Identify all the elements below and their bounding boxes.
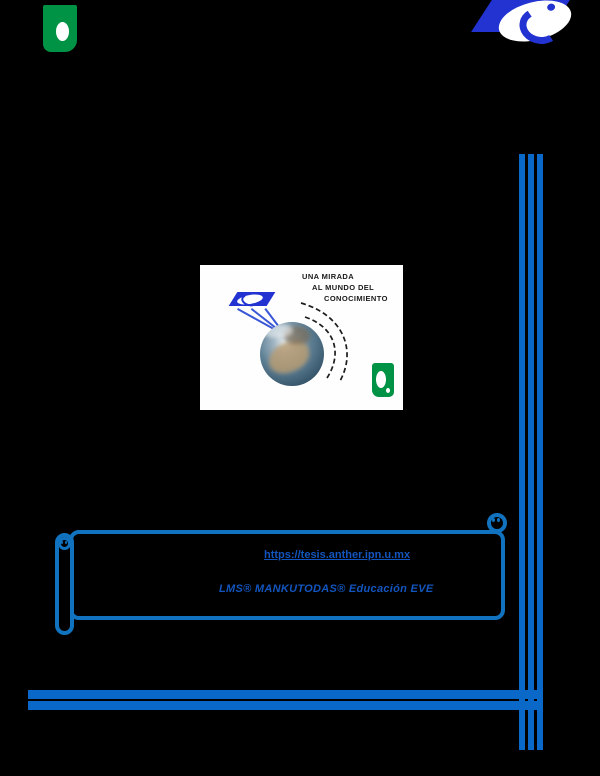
hero-green-icon-dot [386,388,390,393]
hero-caption-line1: UNA MIRADA [302,272,355,281]
scroll-subtitle: LMS® MANKUTODAS® Educación EVE [219,583,434,595]
scroll-url-link[interactable]: https://tesis.anther.ipn.u.mx [264,549,411,561]
vertical-stripe-3 [537,154,543,750]
hero-caption-line2: AL MUNDO DEL [312,283,375,292]
horizontal-rule-2 [28,701,543,710]
vertical-stripe-2 [528,154,534,750]
horizontal-rule-1 [28,690,543,699]
scroll-left-roll-swirl [58,537,71,550]
scroll-top-right-curl [487,513,507,533]
hero-blue-logo [228,292,276,309]
hero-green-document-icon [372,363,394,397]
hero-caption-line3: CONOCIMIENTO [324,294,388,303]
vertical-stripe-1 [519,154,525,750]
document-icon-hole [56,22,69,41]
brand-logo [471,0,579,49]
scroll-curl-dot-2 [497,518,500,522]
green-document-icon [43,5,77,52]
globe-clouds [261,323,293,338]
logo-swoosh-icon [516,4,565,48]
scroll-roll-dot-2 [65,541,67,544]
hero-image: UNA MIRADA AL MUNDO DEL CONOCIMIENTO [200,265,403,410]
scroll-roll-dot-1 [61,541,63,544]
hero-green-icon-hole [376,371,386,388]
scroll-curl-dot-1 [492,518,495,522]
scroll-left-roll [55,533,74,635]
scroll-banner [69,530,505,620]
earth-globe [260,322,324,386]
dashed-arcs [300,302,348,382]
logo-swoosh-dot [546,2,556,12]
